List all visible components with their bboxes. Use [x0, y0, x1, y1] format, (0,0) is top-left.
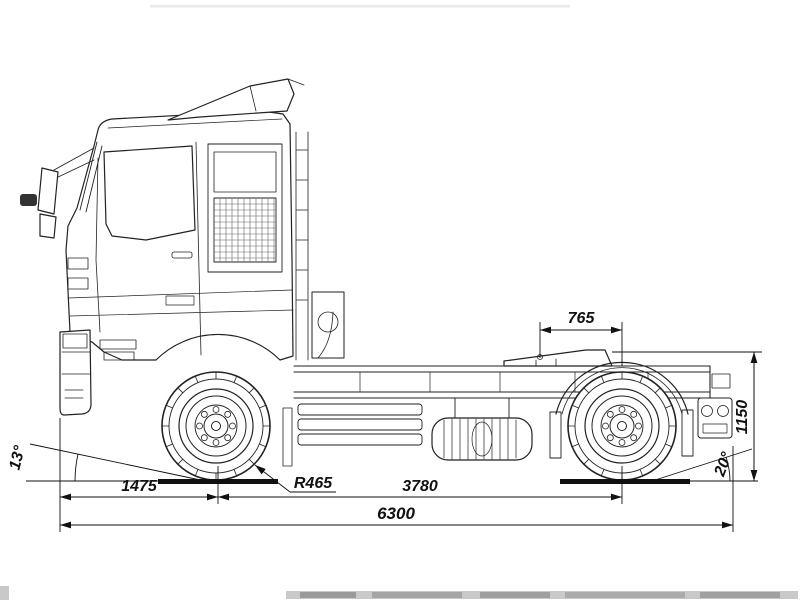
scan-artifact-top [150, 5, 570, 8]
grille-window-grid [213, 197, 277, 263]
front-bumper-lines [61, 351, 91, 399]
taillight-bracket [697, 397, 733, 439]
door-handle [171, 251, 193, 259]
dimension-annotations [26, 322, 762, 532]
scan-artifact-bottom [0, 586, 798, 600]
truck-illustration [20, 78, 733, 484]
departure-angle-line [651, 448, 753, 482]
side-guard [297, 403, 423, 446]
taillight-left [701, 405, 713, 417]
rear-mudflap-front [549, 411, 562, 459]
wide-angle-mirror [20, 194, 37, 206]
label-approach-angle: 13° [6, 444, 28, 472]
label-overall-length: 6300 [377, 504, 415, 523]
rear-wheel [567, 371, 677, 481]
front-bumper [59, 329, 92, 416]
front-step-upper [67, 257, 89, 270]
sleeper-window [213, 151, 277, 193]
air-filter-box [311, 291, 345, 359]
rear-frame-box [711, 373, 731, 389]
roof-spoiler-seams [249, 78, 305, 112]
spare-wheel-hangers [454, 397, 510, 419]
license-plate [702, 423, 728, 434]
cab-step-1 [99, 339, 137, 350]
label-fifthwheel-to-axle: 765 [568, 310, 596, 327]
door-seams [95, 141, 202, 356]
door-badge [165, 295, 195, 306]
taillight-right [717, 405, 729, 417]
cab-step-2 [103, 351, 135, 361]
front-wheel [161, 371, 271, 481]
door-window [103, 145, 196, 241]
cab-rear-ladder [295, 131, 309, 361]
extension-lines [26, 322, 762, 532]
headlight [62, 333, 88, 349]
sleeper-panel [207, 143, 283, 273]
mirror-lower [39, 213, 57, 239]
front-step-lower [67, 277, 89, 290]
spare-wheel-hub [471, 421, 493, 457]
fifth-wheel-mount [535, 358, 557, 367]
ground-bar-rear [560, 479, 690, 484]
chassis-frame [293, 365, 711, 399]
rear-fender-inner [561, 367, 683, 415]
roof-trim-lines [67, 118, 294, 317]
air-filter-cap [317, 311, 339, 333]
spare-wheel [431, 417, 533, 461]
mirror-housing [37, 167, 59, 215]
label-departure-angle: 20° [711, 449, 736, 479]
approach-angle-line [29, 443, 206, 482]
radius-leader [254, 464, 291, 493]
fifth-wheel [503, 349, 613, 367]
label-fifthwheel-height: 1150 [734, 400, 751, 435]
grille-window-frame [213, 197, 277, 263]
mirror-arm [53, 147, 95, 179]
exhaust-pipe [317, 311, 334, 359]
approach-angle-arc [74, 453, 79, 482]
label-wheelbase: 3780 [402, 478, 438, 495]
label-wheel-radius: R465 [294, 475, 333, 492]
windshield-edge [79, 141, 103, 213]
departure-angle-arc [725, 456, 731, 482]
label-front-overhang: 1475 [121, 478, 158, 495]
rear-mudflap-rear [681, 409, 694, 457]
dimension-labels: 1475 3780 6300 R465 765 1150 13° 20° [6, 310, 751, 523]
front-mudflap [282, 407, 293, 467]
frame-crossmembers [359, 371, 649, 393]
